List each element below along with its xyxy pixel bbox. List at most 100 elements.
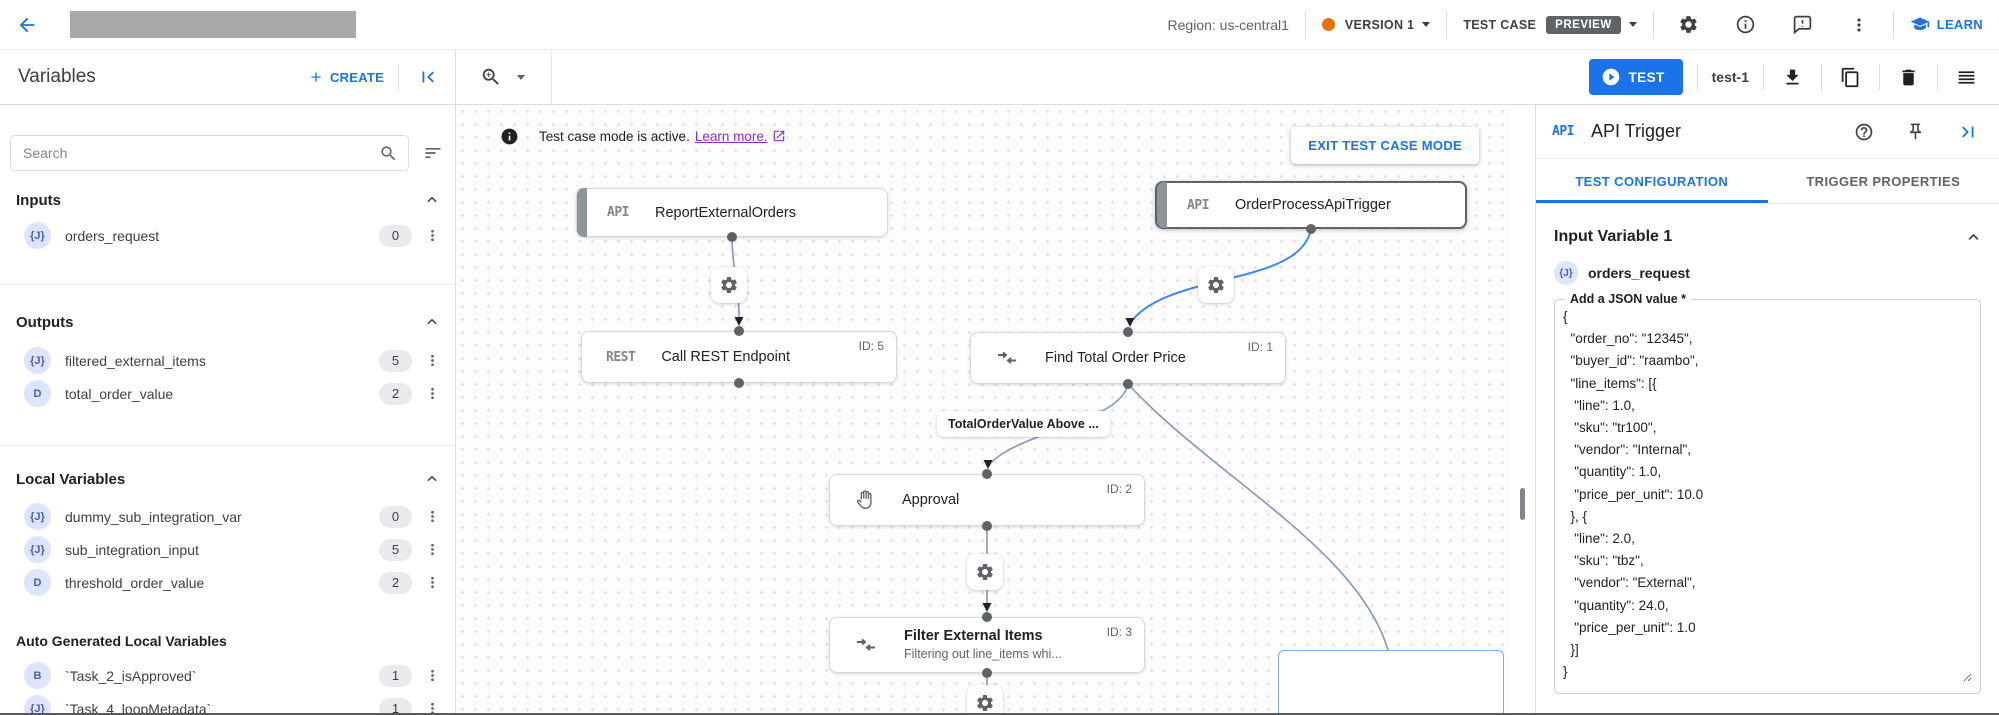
test-case-menu[interactable]: TEST CASE PREVIEW [1463, 15, 1637, 34]
variables-toolbar-zone: Variables CREATE [0, 50, 456, 104]
version-status-dot [1321, 18, 1335, 31]
variable-row-task-4-loopmetadata[interactable]: {J} `Task_4_loopMetadata` 1 [0, 692, 455, 715]
external-link-icon [772, 129, 786, 143]
edge-settings-button[interactable] [1198, 267, 1234, 303]
download-button[interactable] [1778, 63, 1807, 92]
variable-row-sub-integration-input[interactable]: {J} sub_integration_input 5 [0, 533, 455, 566]
variable-name: total_order_value [65, 385, 174, 402]
test-button[interactable]: TEST [1588, 59, 1683, 95]
variable-menu-button[interactable] [420, 570, 445, 595]
search-input[interactable] [23, 145, 379, 161]
api-trigger-inspector: API API Trigger TEST CONFIGURATION TRIGG… [1535, 105, 1999, 715]
edge-settings-button[interactable] [967, 554, 1003, 590]
variable-row-task-2-isapproved[interactable]: B `Task_2_isApproved` 1 [0, 659, 455, 692]
section-header-local-variables[interactable]: Local Variables [0, 464, 455, 494]
input-variable-section-header[interactable]: Input Variable 1 [1554, 228, 1981, 246]
pin-button[interactable] [1902, 118, 1929, 145]
kebab-icon [424, 541, 441, 558]
json-type-badge: {J} [24, 695, 51, 715]
sort-filter-button[interactable] [419, 139, 447, 167]
variable-menu-button[interactable] [420, 223, 445, 248]
chevron-up-icon [425, 193, 439, 207]
node-label: Find Total Order Price [1045, 350, 1186, 366]
version-menu[interactable]: VERSION 1 [1321, 18, 1431, 32]
node-subtitle: Filtering out line_items whi... [904, 647, 1062, 662]
create-variable-button[interactable]: CREATE [308, 69, 384, 85]
json-type-badge: {J} [24, 347, 51, 374]
learn-label: LEARN [1936, 17, 1983, 32]
node-id: ID: 1 [1247, 340, 1273, 354]
arrowhead [734, 317, 744, 326]
variable-row-threshold-order-value[interactable]: D threshold_order_value 2 [0, 566, 455, 599]
settings-button[interactable] [1674, 10, 1703, 39]
variable-menu-button[interactable] [420, 663, 445, 688]
kebab-icon [424, 352, 441, 369]
learn-button[interactable]: LEARN [1910, 15, 1983, 35]
gear-icon [975, 693, 995, 713]
node-approval[interactable]: Approval ID: 2 [829, 474, 1145, 526]
variable-row-filtered-external-items[interactable]: {J} filtered_external_items 5 [0, 344, 455, 377]
section-header-outputs[interactable]: Outputs [0, 307, 455, 337]
json-type-badge: {J} [24, 503, 51, 530]
variable-menu-button[interactable] [420, 696, 445, 715]
node-order-process-api-trigger[interactable]: API OrderProcessApiTrigger [1155, 181, 1467, 229]
collapse-right-icon [1957, 121, 1979, 143]
help-button[interactable] [1850, 118, 1878, 146]
section-header-inputs[interactable]: Inputs [0, 185, 455, 215]
collapse-inspector-button[interactable] [1953, 117, 1983, 147]
chevron-up-icon [425, 472, 439, 486]
gear-icon [719, 275, 739, 295]
zoom-control[interactable] [480, 66, 525, 88]
divider [551, 50, 552, 104]
workflow-canvas[interactable]: Test case mode is active. Learn more. EX… [456, 105, 1510, 715]
info-button[interactable] [1731, 10, 1760, 39]
zoom-in-icon [480, 66, 502, 88]
learn-more-link[interactable]: Learn more. [694, 128, 768, 144]
copy-button[interactable] [1836, 63, 1865, 92]
kebab-icon [424, 667, 441, 684]
usage-count-badge: 2 [379, 382, 412, 405]
node-find-total-order-price[interactable]: Find Total Order Price ID: 1 [970, 332, 1286, 384]
divider [1879, 64, 1880, 90]
delete-button[interactable] [1894, 63, 1923, 92]
feedback-button[interactable] [1788, 10, 1817, 39]
variable-menu-button[interactable] [420, 504, 445, 529]
back-button[interactable] [12, 10, 42, 40]
node-call-rest-endpoint[interactable]: REST Call REST Endpoint ID: 5 [581, 331, 897, 383]
node-report-external-orders[interactable]: API ReportExternalOrders [576, 188, 888, 237]
variable-row-total-order-value[interactable]: D total_order_value 2 [0, 377, 455, 410]
edge-condition-label[interactable]: TotalOrderValue Above ... [937, 411, 1110, 437]
variable-menu-button[interactable] [420, 381, 445, 406]
kebab-icon [424, 385, 441, 402]
node-filter-external-items[interactable]: Filter External Items Filtering out line… [829, 617, 1145, 673]
play-circle-icon [1601, 67, 1621, 87]
section-header-auto-generated[interactable]: Auto Generated Local Variables [0, 626, 455, 656]
exit-test-case-mode-button[interactable]: EXIT TEST CASE MODE [1291, 127, 1479, 164]
json-value-input[interactable]: { "order_no": "12345", "buyer_id": "raam… [1563, 306, 1972, 682]
selected-note-box[interactable] [1278, 650, 1504, 715]
task-list-button[interactable] [1952, 63, 1981, 92]
hand-approval-icon [854, 489, 876, 511]
edge-settings-button[interactable] [967, 685, 1003, 715]
variable-menu-button[interactable] [420, 348, 445, 373]
edge-settings-button[interactable] [711, 267, 747, 303]
test-label: TEST [1628, 69, 1665, 85]
more-options-button[interactable] [1845, 11, 1873, 39]
double-type-badge: D [24, 380, 51, 407]
divider [1446, 10, 1448, 39]
kebab-icon [424, 574, 441, 591]
variable-row-orders-request[interactable]: {J} orders_request 0 [0, 219, 455, 252]
editor-toolbar: Variables CREATE TEST [0, 50, 1999, 105]
tab-trigger-properties[interactable]: TRIGGER PROPERTIES [1806, 173, 1961, 189]
variable-name: orders_request [65, 227, 160, 244]
sort-icon [423, 143, 443, 163]
variable-name: orders_request [1588, 265, 1690, 281]
tab-test-configuration[interactable]: TEST CONFIGURATION [1536, 159, 1768, 203]
variable-menu-button[interactable] [420, 537, 445, 562]
collapse-panel-button[interactable] [413, 62, 443, 92]
node-label: Call REST Endpoint [661, 349, 790, 365]
test-case-name: test-1 [1711, 69, 1749, 85]
vertical-scrollbar[interactable] [1520, 488, 1525, 520]
canvas-scroll-gutter [1510, 105, 1535, 715]
variable-row-dummy-sub-integration-var[interactable]: {J} dummy_sub_integration_var 0 [0, 500, 455, 533]
